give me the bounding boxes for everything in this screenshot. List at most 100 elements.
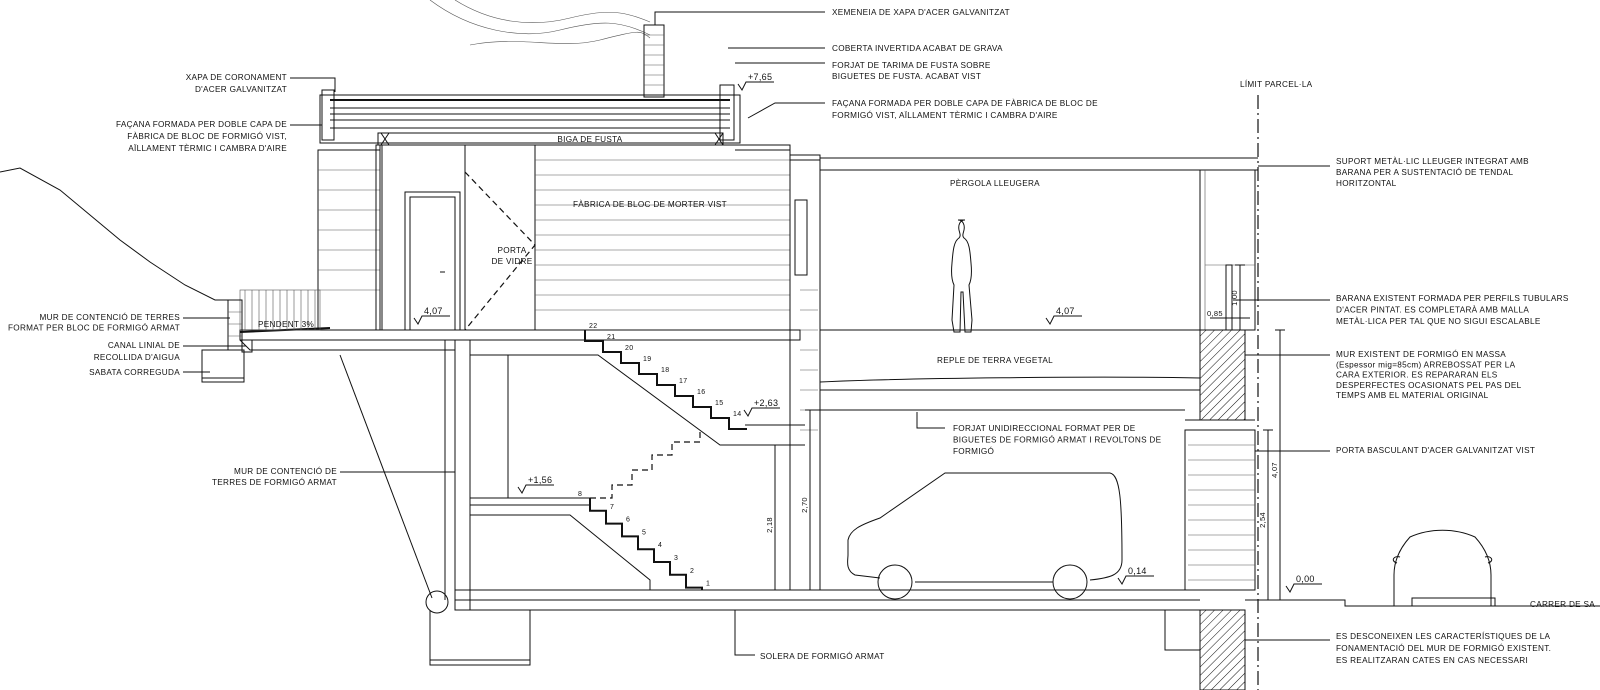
label-line: RECOLLIDA D'AIGUA xyxy=(94,353,181,362)
step-number: 7 xyxy=(610,504,614,511)
label-line: METÀL·LICA PER TAL QUE NO SIGUI ESCALABL… xyxy=(1336,316,1541,326)
level-symbol-icon xyxy=(737,81,774,91)
chimney xyxy=(643,24,665,98)
label-line: FORJAT UNIDIRECCIONAL FORMAT PER DE xyxy=(953,424,1136,433)
level-roof: +7,65 xyxy=(748,72,772,82)
label-limit: LÍMIT PARCEL·LA xyxy=(1240,79,1313,89)
label-line: SUPORT METÀL·LIC LLEUGER INTEGRAT AMB xyxy=(1336,156,1529,166)
step-number: 6 xyxy=(626,517,630,524)
level-symbol-icon xyxy=(1045,315,1082,325)
label-line: TERRES DE FORMIGÓ ARMAT xyxy=(212,477,337,487)
label-line: XEMENEIA DE XAPA D'ACER GALVANITZAT xyxy=(832,8,1010,17)
block-wall xyxy=(534,144,791,331)
label-line: FORMIGÓ xyxy=(953,446,994,456)
label-line: FORMIGÓ VIST, AÏLLAMENT TÈRMIC I CAMBRA … xyxy=(832,110,1058,120)
label-line: CARA EXTERIOR. ES REPARARAN ELS xyxy=(1336,371,1498,380)
label-line: LÍMIT PARCEL·LA xyxy=(1240,79,1313,89)
garage-floor-slab xyxy=(455,589,1200,651)
lower-stair-flight xyxy=(589,498,703,590)
label-fonamentacio: ES DESCONEIXEN LES CARACTERÍSTIQUES DE L… xyxy=(1336,631,1551,665)
step-number: 22 xyxy=(589,323,597,330)
label-canal: CANAL LINIAL DE RECOLLIDA D'AIGUA xyxy=(94,341,181,362)
level-stair-mid: +2,63 xyxy=(754,398,778,408)
level-symbol-icon xyxy=(413,315,450,325)
dim-total-height: 4,07 xyxy=(1270,462,1279,478)
person-silhouette xyxy=(951,219,973,333)
step-number: 15 xyxy=(715,400,723,407)
step-number: 17 xyxy=(679,378,687,385)
label-porta-basculant: PORTA BASCULANT D'ACER GALVANITZAT VIST xyxy=(1336,446,1535,455)
step-number: 20 xyxy=(625,345,633,352)
label-line: BARANA EXISTENT FORMADA PER PERFILS TUBU… xyxy=(1336,294,1569,303)
dim-railing-offset: 0,85 xyxy=(1207,309,1223,318)
label-carrer: CARRER DE SA xyxy=(1530,600,1595,609)
label-barana: BARANA EXISTENT FORMADA PER PERFILS TUBU… xyxy=(1336,294,1569,326)
label-line: (Espessor mig=85cm) ARREBOSSAT PER LA xyxy=(1336,360,1516,369)
label-line: BIGUETES DE FUSTA. ACABAT VIST xyxy=(832,72,981,81)
level-upper-floor: 4,07 xyxy=(424,306,443,316)
label-facana-right: FAÇANA FORMADA PER DOBLE CAPA DE FÀBRICA… xyxy=(832,98,1098,120)
level-terrace: 4,07 xyxy=(1056,306,1075,316)
level-symbol-icon xyxy=(517,484,554,494)
block-retaining-wall xyxy=(201,299,253,383)
step-number: 19 xyxy=(643,356,651,363)
label-line: MUR EXISTENT DE FORMIGÓ EN MASSA xyxy=(1336,349,1506,359)
label-line: PÈRGOLA LLEUGERA xyxy=(950,178,1040,188)
step-number: 5 xyxy=(642,529,646,536)
label-line: BARANA PER A SUSTENTACIÓ DE TENDAL xyxy=(1336,167,1513,177)
glass-door-frame xyxy=(464,144,536,331)
label-line: PORTA BASCULANT D'ACER GALVANITZAT VIST xyxy=(1336,446,1535,455)
garden-fill xyxy=(239,289,321,331)
label-line: D'ACER PINTAT. ES COMPLETARÀ AMB MALLA xyxy=(1336,305,1529,315)
label-line: TEMPS AMB EL MATERIAL ORIGINAL xyxy=(1336,391,1489,400)
label-line: CANAL LINIAL DE xyxy=(108,341,180,350)
label-reple: REPLE DE TERRA VEGETAL xyxy=(937,356,1053,365)
dim-railing-height: 1,00 xyxy=(1230,290,1239,306)
dim-stair-height: 2,18 xyxy=(765,517,774,533)
dim-door-height: 2,54 xyxy=(1258,512,1267,528)
label-line: MUR DE CONTENCIÓ DE xyxy=(234,466,337,476)
label-line: REPLE DE TERRA VEGETAL xyxy=(937,356,1053,365)
step-number: 1 xyxy=(706,581,710,588)
label-line: PORTA xyxy=(498,246,527,255)
street xyxy=(1245,599,1600,607)
upper-stair-flight xyxy=(584,330,747,430)
terrain-line xyxy=(0,167,228,301)
label-line: SOLERA DE FORMIGÓ ARMAT xyxy=(760,651,885,661)
label-pergola: PÈRGOLA LLEUGERA xyxy=(950,178,1040,188)
upper-floor-slab xyxy=(239,327,801,351)
label-line: HORITZONTAL xyxy=(1336,179,1397,188)
label-mur-existent: MUR EXISTENT DE FORMIGÓ EN MASSA(Espesso… xyxy=(1336,349,1522,400)
step-number: 8 xyxy=(578,491,582,498)
label-line: FORJAT DE TARIMA DE FUSTA SOBRE xyxy=(832,61,991,70)
concrete-retaining-wall xyxy=(339,339,531,666)
label-coberta: COBERTA INVERTIDA ACABAT DE GRAVA xyxy=(832,44,1003,53)
van-silhouette xyxy=(847,472,1123,600)
label-line: FÀBRICA DE BLOC DE MORTER VIST xyxy=(573,199,727,209)
label-pendent: PENDENT 3% xyxy=(258,320,314,329)
label-solera: SOLERA DE FORMIGÓ ARMAT xyxy=(760,651,885,661)
label-line: MUR DE CONTENCIÓ DE TERRES xyxy=(40,312,181,322)
level-garage: 0,14 xyxy=(1128,566,1147,576)
label-line: SABATA CORREGUDA xyxy=(89,368,180,377)
terrace-fill xyxy=(805,329,1201,411)
label-line: CARRER DE SA xyxy=(1530,600,1595,609)
level-symbol-icon xyxy=(743,407,780,417)
label-line: COBERTA INVERTIDA ACABAT DE GRAVA xyxy=(832,44,1003,53)
level-symbol-icon xyxy=(1285,583,1322,593)
leader-lines xyxy=(183,11,1330,656)
label-line: AÏLLAMENT TÈRMIC I CAMBRA D'AIRE xyxy=(128,143,287,153)
roof xyxy=(319,84,741,146)
level-street: 0,00 xyxy=(1296,574,1315,584)
label-line: BIGA DE FUSTA xyxy=(557,135,622,144)
label-line: XAPA DE CORONAMENT xyxy=(186,73,287,82)
label-forjat-tarima: FORJAT DE TARIMA DE FUSTA SOBRE BIGUETES … xyxy=(832,61,991,81)
label-xemeneia: XEMENEIA DE XAPA D'ACER GALVANITZAT xyxy=(832,8,1010,17)
